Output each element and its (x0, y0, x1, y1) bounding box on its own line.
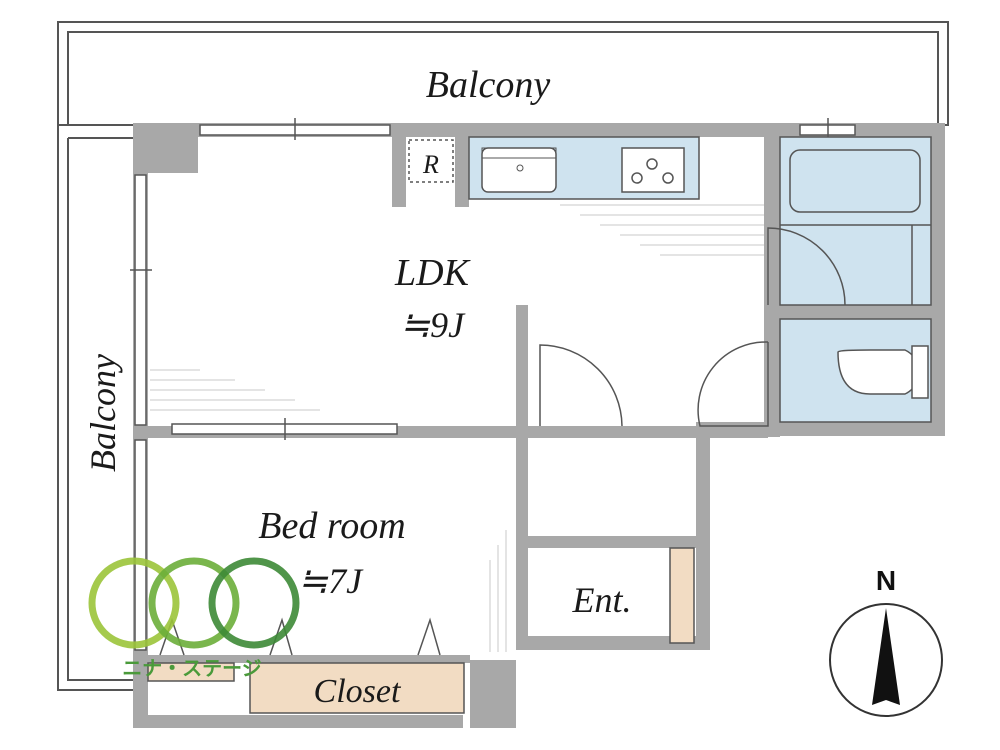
closet: Closet (147, 662, 465, 714)
logo-text: ニナ・ステージ (122, 656, 262, 680)
entrance-label: Ent. (572, 580, 632, 620)
kitchen-counter (468, 136, 700, 200)
bedroom-label: Bed room (258, 505, 405, 547)
closet-label: Closet (314, 673, 402, 710)
refrigerator-label: R (422, 150, 439, 179)
bathroom (779, 136, 932, 306)
compass-needle-icon (872, 608, 900, 705)
shoe-cabinet (669, 547, 695, 644)
company-logo: ニナ・ステージ (88, 557, 300, 680)
windows (130, 118, 856, 651)
balcony-top-label: Balcony (426, 64, 551, 106)
balcony-left-label: Balcony (83, 354, 123, 472)
refrigerator-space: R (408, 139, 454, 183)
compass-north-label: N (876, 565, 896, 596)
ldk-area-label: ≒9J (400, 305, 466, 345)
door-swings (159, 227, 846, 656)
ldk-hatching (150, 204, 764, 652)
ldk-label: LDK (394, 252, 471, 294)
north-compass: N (829, 565, 943, 717)
toilet-room (779, 318, 932, 423)
bedroom-area-label: ≒7J (298, 561, 364, 601)
